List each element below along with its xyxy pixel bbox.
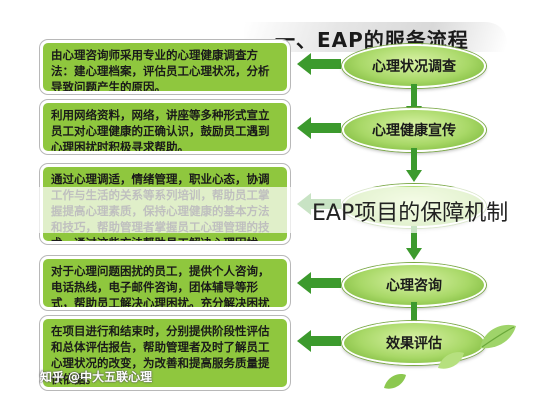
step-5-label: 效果评估 <box>386 336 442 352</box>
step-1-node: 心理状况调查 <box>342 44 486 88</box>
step-2-description-box: 利用网络资料，网络，讲座等多种形式宣立员工对心理健康的正确认识，鼓励员工遇到心理… <box>39 99 291 155</box>
step-4-description: 对于心理问题困扰的员工，提供个人咨询，电话热线，电子邮件咨询，团体辅导等形式，帮… <box>51 264 270 310</box>
step-1-description-box: 由心理咨询师采用专业的心理健康调查方法：建心理档案，评估员工心理状况，分析导致问… <box>39 39 291 95</box>
watermark: 知乎 @中大五联心理 <box>40 370 153 384</box>
step-4-label: 心理咨询 <box>386 278 442 294</box>
step-5-description: 在项目进行和结束时，分别提供阶段性评估和总体评估报告，帮助管理者及时了解员工心理… <box>51 324 270 386</box>
step-2-node: 心理健康宣传 <box>342 108 486 152</box>
down-arrow-icon <box>406 148 422 182</box>
step-4-description-box: 对于心理问题困扰的员工，提供个人咨询，电话热线，电子邮件咨询，团体辅导等形式，帮… <box>39 255 291 311</box>
overlay-caption: EAP项目的保障机制 <box>312 201 509 226</box>
step-2-label: 心理健康宣传 <box>372 123 456 139</box>
overlay-band <box>0 187 535 233</box>
step-1-label: 心理状况调查 <box>372 59 456 75</box>
leaf-icon <box>384 374 406 389</box>
step-4-node: 心理咨询 <box>342 263 486 307</box>
step-5-description-box: 在项目进行和结束时，分别提供阶段性评估和总体评估报告，帮助管理者及时了解员工心理… <box>39 315 291 391</box>
leaf-icon <box>480 324 516 349</box>
left-arrow-icon <box>297 117 341 139</box>
left-arrow-icon <box>297 53 341 75</box>
left-arrow-icon <box>297 272 341 294</box>
step-2-description: 利用网络资料，网络，讲座等多种形式宣立员工对心理健康的正确认识，鼓励员工遇到心理… <box>51 108 270 154</box>
left-arrow-icon <box>297 330 341 352</box>
step-1-description: 由心理咨询师采用专业的心理健康调查方法：建心理档案，评估员工心理状况，分析导致问… <box>51 48 270 94</box>
leaf-icon <box>438 352 464 369</box>
down-arrow-icon <box>406 226 422 260</box>
